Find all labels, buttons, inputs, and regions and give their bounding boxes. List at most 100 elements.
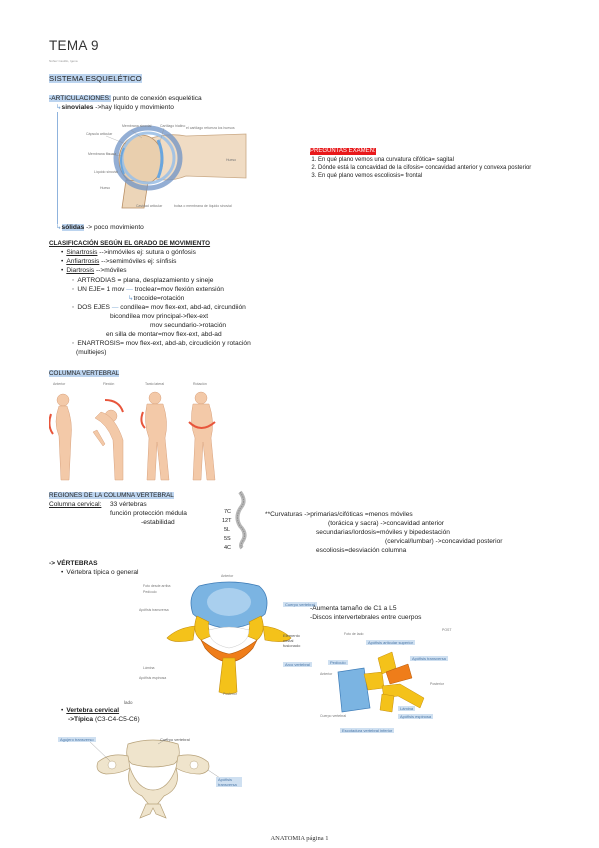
spine-label-5s: 5S [224,536,231,542]
cervical-label-cuerpo: Cuerpo vertebral [160,737,190,742]
page-footer: ANATOMIA página 1 [270,835,329,842]
preguntas-heading: PREGUNTAS EXAMEN: [310,148,376,155]
columna-movements-diagram [48,391,216,481]
page-subtitle: Núñez Castillo, Igena [49,59,78,63]
vertebra-superior-figure: Foto desde arriba Pedículo Apófisis tran… [137,574,309,698]
cervical-line: Vertebra cervical [61,707,119,715]
fig-label-hueso-2: Hueso [100,186,111,190]
fig-label-liquido: Líquido sinovial [94,170,119,174]
articulaciones-label: -ARTICULACIONES: [49,95,111,102]
curvaturas-line-2: (torácica y sacra) ->concavidad anterior [328,520,444,527]
fig-label-membrana-fibrosa: Membrana fibrosa [88,152,117,156]
fig-note-bolsa: bolsa o membrana de líquido sinovial [174,204,232,208]
sinartrosis-label: Sinartrosis [66,249,98,256]
anfiartrosis-text: -->semimóviles ej: sínfisis [99,258,177,265]
anfiartrosis-label: Anfiartrosis [66,258,100,265]
dos-ejes-silla: en silla de montar=mov flex-ext, abd-ad [106,331,222,338]
fig-label-cartilago: Cartílago hialino [160,124,186,128]
vtipica-label-pediculo: Pedículo [143,590,157,594]
section-heading-esqueletico: SISTEMA ESQUELÉTICO [49,74,142,83]
vtipica-label-apofisis-espinosa: Apófisis espinosa [139,676,167,680]
spine-diagram [235,490,247,550]
columna-heading: COLUMNA VERTEBRAL [49,370,120,377]
vertebra-cervical-diagram [87,737,221,819]
vertebras-note-2: -Discos intervertebrales entre cuerpos [310,614,422,621]
solidas-label: sólidas [61,224,85,231]
sinartrosis-line: Sinartrosis -->inmóviles ej: sutura o gó… [61,249,196,257]
sinoviales-label: sinoviales [61,104,94,111]
synovial-joint-figure: Cápsula articular Membrana sinovial Memb… [86,118,256,214]
cervical-heading: Vertebra cervical [66,707,120,714]
spine-figure [222,490,258,550]
un-eje-trocoide: ↳trocoide=rotación [128,295,185,302]
un-eje-label: UN EJE= 1 mov [77,286,125,293]
vlateral-label-foto: Foto de lado [344,632,364,636]
vlateral-label-pediculo: Pedículo [328,660,348,665]
regiones-line-2: función protección médula [110,510,187,517]
enartrosis-multiejes: (multiejes) [76,349,107,356]
spine-label-7c: 7C [224,509,232,515]
cervical-label-apofisis: Apófisis transversa [216,777,242,787]
vlateral-label-lamina: Lámina [398,706,416,711]
anfiartrosis-line: Anfiartrosis -->semimóviles ej: sínfisis [61,258,176,266]
sinartrosis-text: -->inmóviles ej: sutura o gónfosis [97,249,196,256]
vlateral-label-posterior: Posterior [430,682,445,686]
vtipica-label-lamina: Lámina [143,666,155,670]
vlateral-label-escotadura: Escotadura vertebral inferior [340,728,395,733]
vlateral-label-post: POST [442,628,452,632]
columna-label-lateral: Tanto lateral [145,382,165,386]
fig-label-cavidad: Cavidad articular [136,204,163,208]
cervical-tipica-line: ->Típica (C3-C4-C5-C6) [68,716,140,724]
vlateral-label-apofisis-transversa: Apófisis transversa [410,656,448,661]
vertebras-note-1: -Aumenta tamaño de C1 a L5 [310,605,397,612]
synovial-joint-diagram [105,125,247,209]
articulaciones-text: punto de conexión esquelética [110,95,202,102]
dos-ejes-secundario: mov secundario->rotación [150,322,227,329]
enartrosis-line: ENARTROSIS= mov flex-ext, abd-ab, circud… [72,340,250,348]
lado-label: lado [124,700,133,705]
pregunta-item: Dónde está la concavidad de la cifosis= … [318,164,596,172]
curvaturas-line-5: escoliosis=desviación columna [316,547,407,554]
vtipica-label-elemento-costal: Elemento costal fusionado [283,633,301,648]
columna-label-flexion: Flexión [103,382,115,386]
vtipica-label-foto: Foto desde arriba [143,584,171,588]
dos-ejes-line: DOS EJES — condílea= mov flex-ext, abd-a… [72,304,245,312]
spine-label-4c: 4C [224,545,232,551]
diartrosis-text: -->móviles [94,267,127,274]
vlateral-label-anterior: Anterior [320,672,333,676]
cervical-tipica-range: (C3-C4-C5-C6) [93,716,140,723]
preguntas-list: En qué plano vemos una curvatura cifótic… [306,156,596,181]
vlateral-label-cuerpo: Cuerpo vertebral [320,714,347,718]
vtipica-label-posterior: Posterior [223,692,238,696]
columna-movements-figure: Anterior Flexión Tanto lateral Rotación [48,382,221,488]
page-title: TEMA 9 [49,38,99,53]
sinoviales-text: ->hay líquido y movimiento [93,104,174,111]
curvaturas-line-1: **Curvaturas ->primarias/cifóticas =meno… [265,511,413,518]
columna-cervical-label: Columna cervical: [49,501,102,508]
pregunta-item: En qué plano vemos escoliosis= frontal [318,172,596,180]
spine-label-5l: 5L [224,527,231,533]
vtipica-label-cuerpo: Cuerpo vertebral [283,602,317,607]
dos-ejes-bicondilea: bicondílea mov principal->flex-ext [110,313,209,320]
bracket-line [57,112,58,224]
cervical-tipica-label: ->Típica [68,716,94,723]
un-eje-troclear: troclear=mov flexión extensión [134,286,224,293]
fig-note-cartilago: el cartílago refuerza los huesos [186,126,235,130]
diartrosis-line: Diartrosis -->móviles [61,267,127,275]
vlateral-label-apofisis-articular: Apófisis articular superior [366,640,415,645]
sinoviales-line: ↳sinoviales ->hay líquido y movimiento [56,104,174,111]
cervical-label-agujero: Agujero transverso [58,737,96,742]
articulaciones-line: -ARTICULACIONES: punto de conexión esque… [49,95,202,103]
artrodias-line: ARTRODIAS = plana, desplazamiento y sine… [72,277,213,285]
diartrosis-label: Diartrosis [66,267,95,274]
un-eje-line: UN EJE= 1 mov — troclear=mov flexión ext… [72,286,224,294]
vlateral-label-apofisis-espinosa: Apófisis espinosa [398,714,434,719]
regiones-line-1: 33 vértebras [110,501,147,508]
clasificacion-heading: CLASIFICACIÓN SEGÚN EL GRADO DE MOVIMIEN… [49,240,211,247]
vtipica-label-apofisis-transversa: Apófisis transversa [139,608,169,612]
vertebra-cervical-figure [58,730,238,822]
vertebra-tipica-line: Vértebra típica o general [61,569,138,577]
fig-label-membrana: Membrana sinovial [122,124,152,128]
vertebra-lateral-diagram [337,651,425,713]
vtipica-label-arco: Arco vertebral [283,662,312,667]
